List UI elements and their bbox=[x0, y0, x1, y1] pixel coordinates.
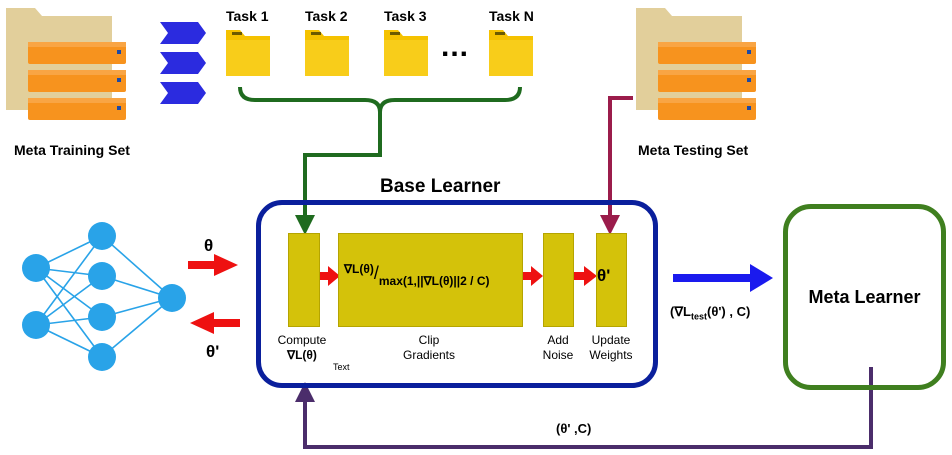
task-label: Task 1 bbox=[226, 8, 269, 24]
neural-network-edges bbox=[35, 235, 173, 358]
base-learner-title: Base Learner bbox=[380, 176, 501, 197]
clip-gradients-block bbox=[338, 233, 523, 327]
text-note: Text bbox=[333, 362, 350, 372]
meta-training-set-label: Meta Training Set bbox=[14, 142, 130, 158]
meta-learner-box: Meta Learner bbox=[783, 204, 946, 390]
task-ellipsis: ... bbox=[441, 30, 470, 63]
task-to-compute-arrow bbox=[295, 112, 382, 235]
nn-hidden-node bbox=[88, 303, 116, 331]
theta-out-label: θ' bbox=[206, 342, 220, 361]
task-brace-line bbox=[238, 86, 522, 113]
theta-out-arrow bbox=[190, 312, 240, 334]
nn-hidden-node bbox=[88, 222, 116, 250]
meta-training-server-icon bbox=[6, 8, 126, 120]
folder-icon bbox=[226, 30, 270, 76]
update-caption: Update Weights bbox=[589, 333, 633, 362]
clip-formula: ∇L(θ)/max(1,||∇L(θ)||2 / C) bbox=[344, 262, 490, 288]
test-to-update-arrow bbox=[600, 96, 633, 235]
nn-input-node bbox=[22, 311, 50, 339]
base-learner-box bbox=[256, 200, 658, 388]
compute-caption: Compute ∇L(θ) bbox=[277, 333, 327, 362]
meta-testing-server-icon bbox=[636, 8, 756, 120]
folder-icon bbox=[384, 30, 428, 76]
neural-network-nodes bbox=[22, 222, 186, 371]
meta-learner-label: Meta Learner bbox=[808, 286, 921, 307]
task-label: Task 3 bbox=[384, 8, 427, 24]
compute-gradient-block bbox=[288, 233, 320, 327]
update-weights-block bbox=[596, 233, 627, 327]
nn-hidden-node bbox=[88, 343, 116, 371]
feedback-arrow bbox=[295, 367, 873, 449]
nn-input-node bbox=[22, 254, 50, 282]
clip-formula-numerator: ∇L(θ) bbox=[344, 262, 374, 276]
theta-in-label: θ bbox=[204, 236, 214, 255]
to-meta-learner-arrow bbox=[673, 264, 773, 292]
theta-in-arrow bbox=[188, 254, 238, 276]
task-label: Task 2 bbox=[305, 8, 348, 24]
clip-formula-denominator: max(1,||∇L(θ)||2 / C) bbox=[378, 274, 490, 288]
meta-gradient-label: (∇Ltest(θ') , C) bbox=[670, 304, 751, 322]
task-label: Task N bbox=[489, 8, 534, 24]
chevron-arrows-icon bbox=[160, 22, 206, 104]
folder-icon bbox=[305, 30, 349, 76]
folder-icon bbox=[489, 30, 533, 76]
update-theta-symbol: θ' bbox=[597, 266, 611, 285]
step-arrows bbox=[318, 266, 597, 286]
nn-hidden-node bbox=[88, 262, 116, 290]
add-noise-block bbox=[543, 233, 574, 327]
feedback-label: (θ' ,C) bbox=[556, 421, 592, 436]
noise-caption: Add Noise bbox=[542, 333, 574, 362]
clip-caption: Clip Gradients bbox=[402, 333, 456, 362]
meta-testing-set-label: Meta Testing Set bbox=[638, 142, 749, 158]
nn-output-node bbox=[158, 284, 186, 312]
